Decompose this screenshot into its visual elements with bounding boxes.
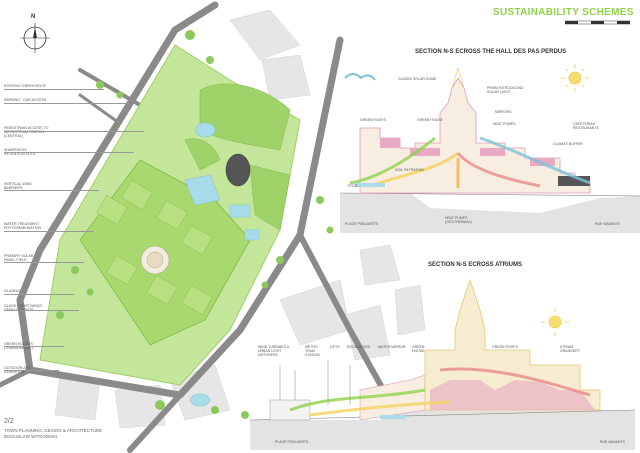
section-1-drawing [340, 64, 640, 233]
label-lifts: LIFTS [330, 345, 340, 349]
legend-item: SHARROCKS RETENTION POOL [4, 148, 36, 156]
label-cafeteria: CAFETERIAS RESTAURANTS [573, 122, 599, 130]
label-prism: PRISM INTRODUCING SOLAR LIGHT [487, 86, 524, 94]
legend-item: PEDESTRIAN ACCESS TO METRO/TRAM STATION … [4, 126, 49, 138]
legend-item: OUTDOOR ART EXHIBITION [4, 366, 31, 374]
label-heat-pumps-geo: HEAT PUMPS (GEOTHERMAL) [445, 216, 472, 224]
label-mirrors: MIRRORS [495, 110, 512, 114]
label-soil: SOIL FILTRATION [395, 168, 424, 172]
legend-item: VERTICAL WIND BARRIERS [4, 182, 32, 190]
legend-item: GREEN HOUSES (TRANSPARENT) [4, 342, 33, 350]
north-label: N [31, 14, 36, 20]
section-2-title: SECTION N-S ECROSS ATRIUMS [428, 262, 523, 268]
label-escalators: ESCALATORS [347, 345, 371, 349]
label-green-roofs-2: GREEN ROOFS [492, 345, 518, 349]
page-title: SUSTAINABILITY SCHEMES [493, 7, 634, 18]
label-green-roofs: GREEN ROOFS [360, 118, 386, 122]
label-heat-pumps: HEAT PUMPS [493, 122, 516, 126]
street-left-1: PLACE POELAERTS [345, 222, 379, 226]
street-right-1: RUE WAVANTS [595, 222, 621, 226]
section-2-drawing [250, 278, 635, 450]
footer-text: TOWN PLANNING, DESIGN & ARCHITECTURE BOG… [4, 428, 102, 440]
label-glazed-dome: GLAZED SOLAR DOME [398, 77, 437, 81]
legend-item: ROOFING GREEN ROOF [4, 84, 46, 88]
label-water-mirror: WATER MIRROR [378, 345, 406, 349]
north-arrow-icon: N [20, 14, 50, 54]
label-atrium: ATRIUM ORANGERY [560, 345, 580, 353]
street-right-2: RUE WAVANTS [600, 440, 626, 444]
street-left-2: PLACE POELAERTS [275, 440, 309, 444]
legend-item: PARKING - CAR ACCESS [4, 98, 47, 102]
label-wind: WIND TURBINES & URBAN LIGHT DIFFUSERS [258, 345, 290, 357]
label-green-house: GREEN HOUSE [417, 118, 443, 122]
label-metro: METRO TRAM STATION [305, 345, 320, 357]
legend-item: WATER TREATMENT PHYTOREMEDIATION [4, 222, 42, 230]
label-green-house-2: GREEN HOUSE [412, 345, 425, 353]
page-number: 2/2 [4, 418, 14, 425]
label-pool: POOL [348, 184, 358, 188]
footer-line-1: TOWN PLANNING, DESIGN & ARCHITECTURE [4, 428, 103, 433]
legend-item: GLAZING [4, 289, 20, 293]
section-1-title: SECTION N-S ECROSS THE HALL DES PAS PERD… [415, 49, 567, 55]
label-climate: CLIMATE BUFFER [553, 142, 583, 146]
legend-item: PRIMARY SOLAR PANEL FIELD [4, 254, 34, 262]
scale-bar [565, 20, 630, 25]
footer-line-2: BOGUSLAW WITKOWSKI [4, 434, 58, 439]
